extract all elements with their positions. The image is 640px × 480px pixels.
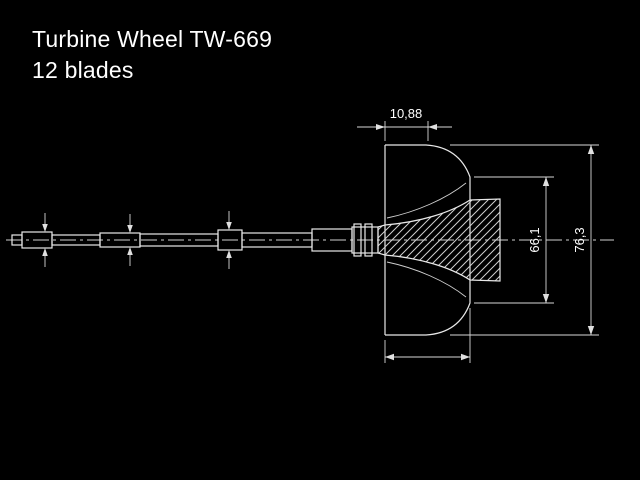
arrowhead bbox=[587, 326, 595, 335]
blade-contour-bottom bbox=[386, 261, 467, 298]
piston-ring bbox=[353, 223, 362, 257]
dimension-exducer-diameter: 66,1 bbox=[474, 176, 554, 304]
arrowhead bbox=[376, 124, 385, 130]
arrowhead bbox=[461, 353, 470, 361]
blade-tip-width-value: 10,88 bbox=[390, 106, 423, 121]
arrowhead bbox=[226, 250, 232, 258]
arrowhead bbox=[127, 225, 133, 233]
arrowhead bbox=[542, 294, 550, 303]
exducer-diameter-value: 66,1 bbox=[527, 227, 542, 252]
dimension-blade-tip-width: 10,88 bbox=[357, 106, 452, 141]
shaft-diameter-arrows bbox=[42, 211, 232, 269]
tip-diameter-value: 76,3 bbox=[572, 227, 587, 252]
blade-contour-top bbox=[386, 182, 467, 219]
drawing-title: Turbine Wheel TW-669 bbox=[32, 26, 273, 52]
arrowhead bbox=[42, 224, 48, 232]
arrowhead bbox=[428, 124, 437, 130]
arrowhead bbox=[587, 145, 595, 154]
dimension-tip-diameter: 76,3 bbox=[450, 144, 599, 336]
hub-cross-section bbox=[377, 198, 501, 282]
piston-ring bbox=[364, 223, 373, 257]
blade-count-label: 12 blades bbox=[32, 57, 134, 83]
shaft bbox=[11, 223, 379, 257]
turbine-wheel bbox=[377, 144, 501, 336]
arrowhead bbox=[42, 248, 48, 256]
arrowhead bbox=[226, 222, 232, 230]
title-block: Turbine Wheel TW-669 12 blades bbox=[32, 24, 272, 86]
arrowhead bbox=[127, 247, 133, 255]
dimension-hub-width bbox=[384, 308, 471, 363]
arrowhead bbox=[542, 177, 550, 186]
arrowhead bbox=[385, 353, 394, 361]
